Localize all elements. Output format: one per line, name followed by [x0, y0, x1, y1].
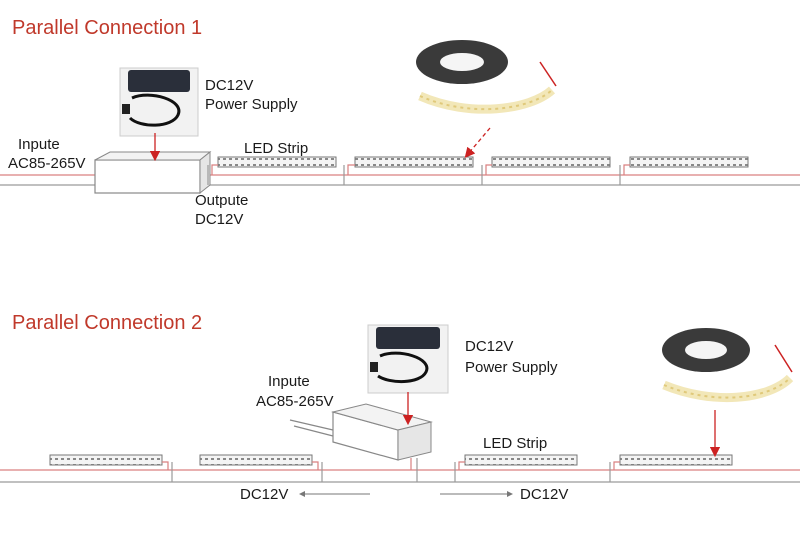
led-reel-image: [416, 40, 557, 114]
supply-label-line1: DC12V: [205, 77, 254, 94]
supply-label-line2: Power Supply: [465, 359, 558, 376]
power-adapter-image: [119, 67, 199, 137]
led-reel-image: [662, 328, 794, 403]
right-output-label: DC12V: [520, 486, 569, 503]
led-strip: [49, 454, 733, 466]
diagram-1-wiring: [0, 40, 800, 195]
led-strip-label: LED Strip: [483, 435, 548, 452]
supply-label-line1: DC12V: [465, 338, 514, 355]
led-strip-label: LED Strip: [244, 140, 309, 157]
diagram-2-wiring: [0, 324, 800, 497]
supply-label-line2: Power Supply: [205, 96, 298, 113]
output-label-line2: DC12V: [195, 211, 244, 228]
left-output-label: DC12V: [240, 486, 289, 503]
power-supply-box: [289, 403, 433, 461]
led-strip: [217, 156, 749, 168]
power-adapter-image: [367, 324, 449, 394]
strip-connections: [207, 164, 630, 185]
input-label-line2: AC85-265V: [8, 155, 86, 172]
input-label-line1: Inpute: [268, 373, 310, 390]
diagram-1-title: Parallel Connection 1: [12, 17, 203, 39]
strip-connections: [162, 461, 620, 482]
power-supply-box: [94, 159, 201, 194]
reel-arrow: [464, 127, 491, 158]
input-label-line1: Inpute: [18, 136, 60, 153]
output-label-line1: Outpute: [195, 192, 249, 209]
input-label-line2: AC85-265V: [256, 393, 334, 410]
diagram-2-title: Parallel Connection 2: [12, 312, 203, 334]
